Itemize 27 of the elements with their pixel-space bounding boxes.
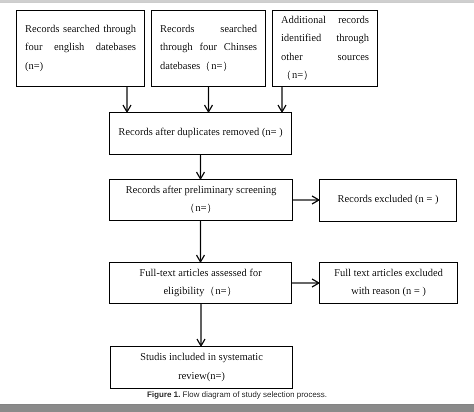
arrow (277, 87, 287, 113)
arrow (196, 304, 206, 347)
box-text: Full-text articles assessed for eligibility（n=） (138, 266, 263, 299)
box-text: Additional records identified through other sources（n=） (281, 14, 369, 83)
box-text: Records after preliminary screening（n=） (124, 184, 278, 216)
process-box (109, 179, 293, 221)
process-box (109, 262, 292, 304)
process-box (151, 10, 266, 87)
arrow (204, 87, 214, 113)
arrow (292, 278, 320, 288)
process-box (16, 10, 145, 87)
box-text: Studis included in systematic review(n=) (139, 351, 264, 384)
process-box (319, 262, 458, 304)
arrow (196, 221, 206, 263)
process-box (110, 346, 293, 389)
box-text: Records searched through four english datebases (n=) (25, 22, 136, 74)
process-box (319, 179, 457, 222)
figure-caption: Figure 1. Flow diagram of study selection process. (146, 390, 328, 399)
box-text: Records after duplicates removed (n= ) (118, 126, 283, 140)
box-text: Records searched through four Chinses datebases（n=） (160, 22, 257, 74)
arrow (196, 155, 206, 180)
box-text: Full text articles excluded with reason (n = ) (333, 266, 444, 299)
box-text: Records excluded (n = ) (338, 193, 438, 208)
process-box (109, 112, 292, 155)
arrow (293, 195, 320, 205)
arrow (122, 87, 132, 113)
process-box (272, 10, 378, 87)
